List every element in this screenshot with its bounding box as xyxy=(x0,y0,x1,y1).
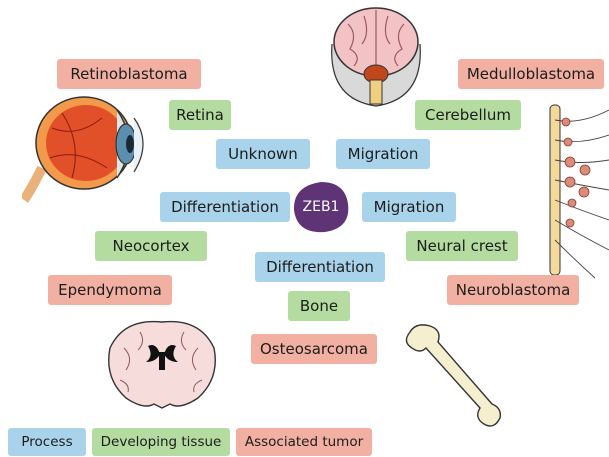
legend-developing-tissue: Developing tissue xyxy=(92,428,230,456)
tag-osteosarcoma: Osteosarcoma xyxy=(251,334,377,364)
tag-ependymoma: Ependymoma xyxy=(48,275,172,305)
brain-icon xyxy=(318,4,434,112)
tag-bone: Bone xyxy=(288,291,350,321)
tag-neural-crest: Neural crest xyxy=(406,231,518,261)
tag-cerebellum: Cerebellum xyxy=(415,100,521,130)
eye-icon xyxy=(22,88,162,203)
spinal-cord-icon xyxy=(540,100,609,280)
brain-section-icon xyxy=(104,318,220,414)
tag-neuroblastoma: Neuroblastoma xyxy=(447,275,579,305)
zeb1-label: ZEB1 xyxy=(291,180,351,234)
tag-retinoblastoma: Retinoblastoma xyxy=(57,59,201,89)
legend-process: Process xyxy=(8,428,86,456)
zeb1-node: ZEB1 xyxy=(291,180,351,234)
tag-differentiation-left: Differentiation xyxy=(160,192,290,222)
femur-icon xyxy=(398,318,504,432)
tag-medulloblastoma: Medulloblastoma xyxy=(458,59,604,89)
tag-unknown: Unknown xyxy=(216,139,310,169)
tag-retina: Retina xyxy=(169,100,231,130)
tag-migration-top: Migration xyxy=(336,139,430,169)
tag-differentiation-bottom: Differentiation xyxy=(255,252,385,282)
tag-neocortex: Neocortex xyxy=(95,231,207,261)
tag-migration-right: Migration xyxy=(362,192,456,222)
legend-associated-tumor: Associated tumor xyxy=(236,428,372,456)
